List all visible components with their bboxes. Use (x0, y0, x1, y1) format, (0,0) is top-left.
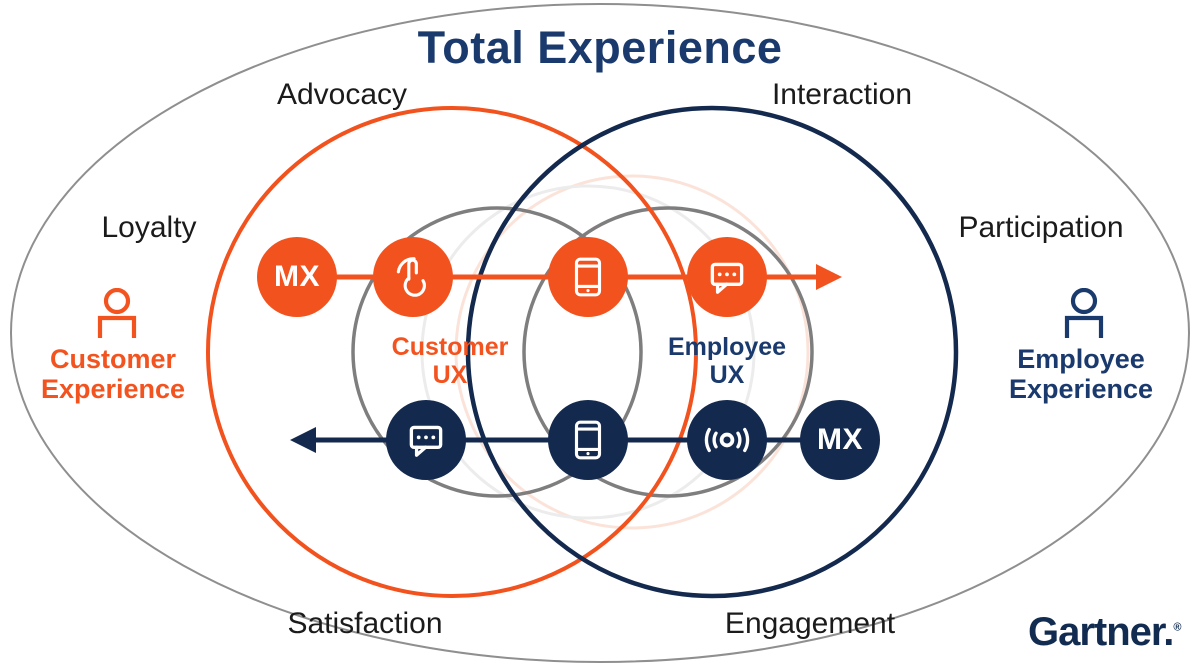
employee-experience-line2: Experience (1008, 374, 1154, 404)
registered-mark: ® (1173, 621, 1182, 634)
chat-icon (710, 262, 744, 294)
employee-person-icon (1064, 288, 1104, 338)
ghost-gray-circle (420, 184, 756, 520)
employee-ux-line2: UX (709, 361, 745, 389)
customer-experience-line2: Experience (40, 374, 186, 404)
customer-experience-circle (206, 106, 698, 598)
customer-ux-circle (351, 206, 643, 498)
customer-chat-node (687, 237, 767, 317)
customer-ux-line2: UX (432, 361, 468, 389)
smartphone-icon (574, 420, 602, 460)
employee-mx-label: MX (817, 423, 863, 456)
employee-phone-node (548, 400, 628, 480)
label-engagement: Engagement (724, 607, 896, 640)
customer-ux-line1: Customer (391, 333, 509, 361)
chat-icon (409, 425, 443, 457)
gartner-logo: Gartner.® (1028, 610, 1182, 655)
customer-journey-arrowhead (816, 264, 842, 290)
ghost-pink-circle (454, 174, 810, 530)
customer-mx-badge: MX (257, 237, 337, 317)
label-satisfaction: Satisfaction (287, 607, 443, 640)
employee-journey-arrowhead (290, 427, 316, 453)
label-advocacy: Advocacy (276, 78, 408, 111)
gartner-logo-text: Gartner. (1028, 610, 1174, 654)
employee-mx-badge: MX (800, 400, 880, 480)
customer-phone-node (548, 237, 628, 317)
smartphone-icon (574, 257, 602, 297)
page-title: Total Experience (417, 22, 783, 73)
outer-ellipse (10, 3, 1190, 663)
employee-chat-node (386, 400, 466, 480)
customer-mx-label: MX (274, 260, 320, 293)
label-participation: Participation (958, 211, 1124, 244)
customer-experience-label: Customer Experience (41, 344, 185, 404)
employee-experience-circle (465, 105, 959, 599)
label-interaction: Interaction (771, 78, 913, 111)
customer-touch-node (373, 237, 453, 317)
customer-experience-line1: Customer (49, 344, 177, 374)
touch-icon (396, 257, 426, 297)
employee-ux-line1: Employee (667, 333, 787, 361)
customer-person-icon (97, 288, 137, 338)
employee-ux-label: Employee UX (668, 333, 786, 389)
label-loyalty: Loyalty (101, 211, 197, 244)
employee-experience-line1: Employee (1017, 344, 1145, 374)
customer-ux-label: Customer UX (392, 333, 509, 389)
broadcast-icon (704, 427, 750, 453)
employee-experience-label: Employee Experience (1009, 344, 1153, 404)
employee-ux-circle (522, 206, 814, 498)
employee-broadcast-node (687, 400, 767, 480)
